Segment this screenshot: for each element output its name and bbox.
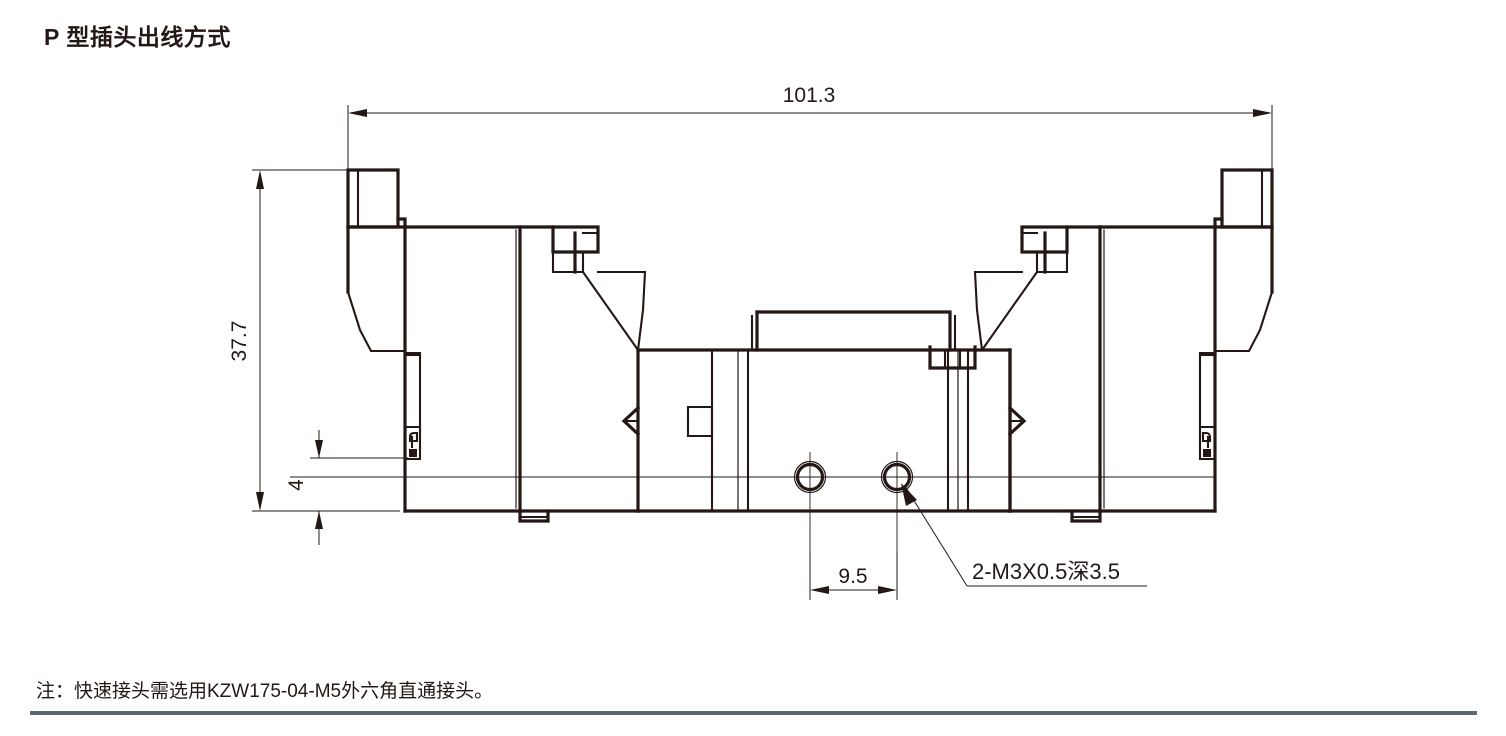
page-title: P 型插头出线方式 [44,24,231,50]
right-solenoid-assembly [1098,168,1274,513]
right-transition-block [973,225,1102,523]
callout-label-tapped-holes: 2-M3X0.5深3.5 [972,559,1120,584]
footnote-text: 注：快速接头需选用KZW175-04-M5外六角直通接头。 [36,681,494,702]
callout-tapped-holes: 2-M3X0.5深3.5 [901,483,1147,587]
dimension-overall-width: 101.3 [347,84,1273,172]
left-solenoid-assembly [346,168,522,513]
dimension-label-base-height: 4 [285,479,308,491]
dimension-label-overall-height: 37.7 [228,321,251,362]
left-transition-block [518,225,647,523]
dimension-overall-height: 37.7 [228,169,400,512]
center-manifold-body [290,310,1215,600]
dimension-label-hole-spacing: 9.5 [838,565,867,588]
dimension-hole-spacing: 9.5 [809,553,898,598]
bottom-divider [30,711,1477,715]
dimension-label-overall-width: 101.3 [783,84,836,107]
dimension-base-height: 4 [285,430,408,545]
